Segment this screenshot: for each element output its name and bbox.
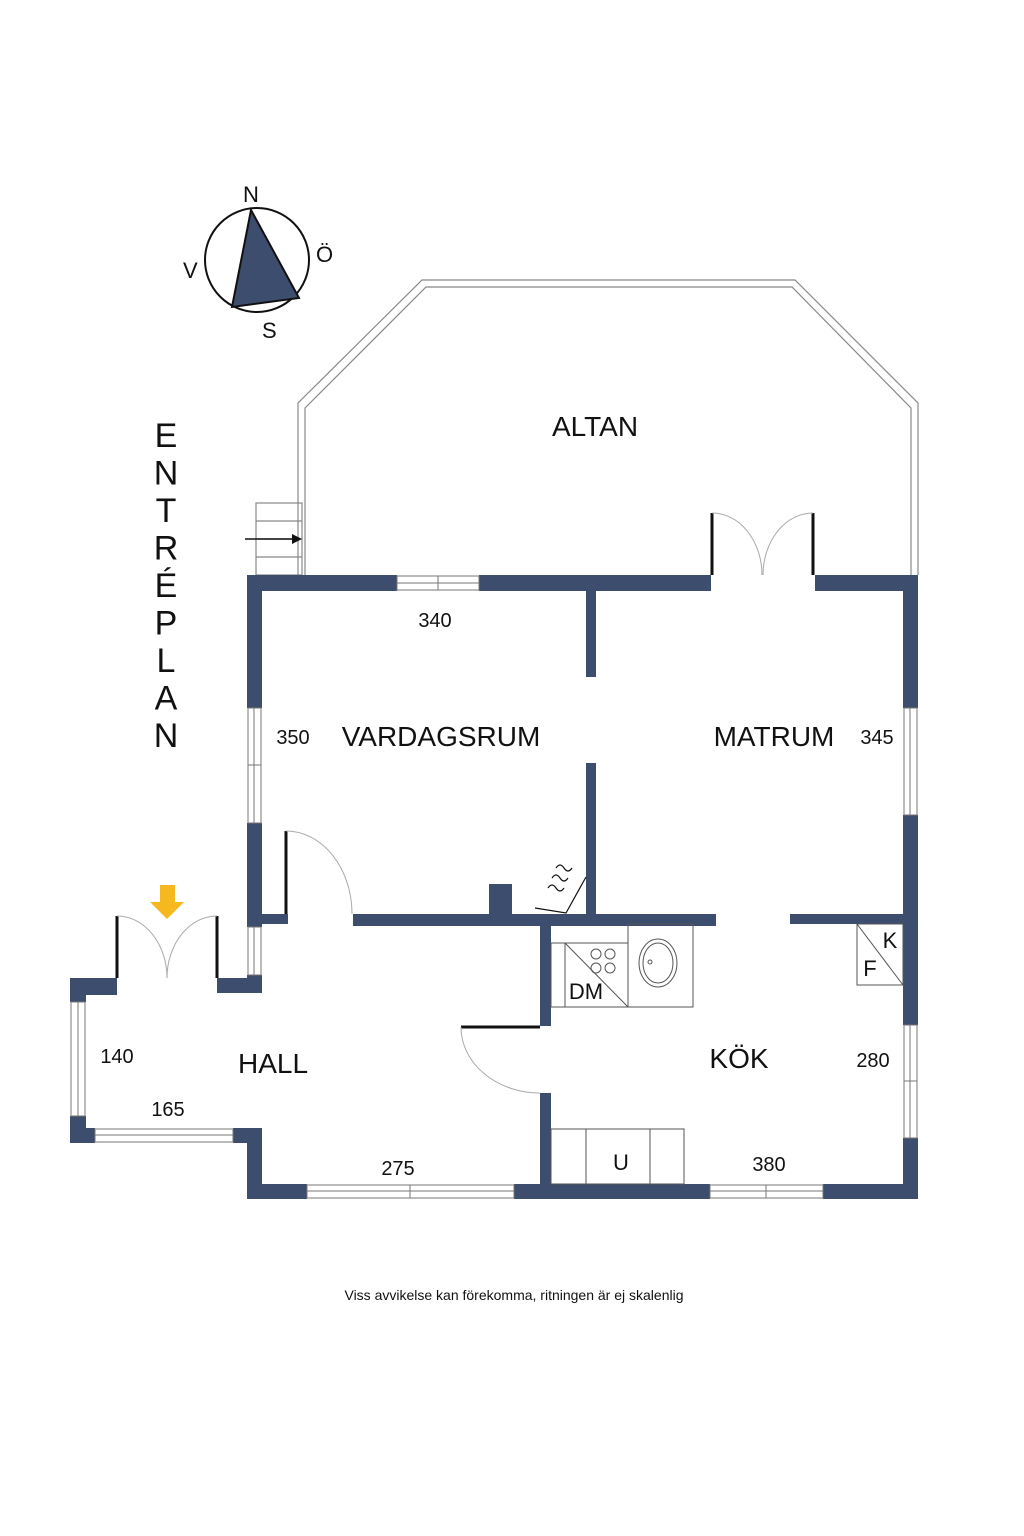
disclaimer: Viss avvikelse kan förekomma, ritningen … bbox=[344, 1287, 683, 1303]
stove-icon bbox=[534, 864, 587, 914]
window-matrum-right bbox=[903, 707, 918, 816]
dim-kok-width: 380 bbox=[752, 1154, 785, 1176]
compass-north: N bbox=[243, 182, 259, 207]
label-dishwasher: DM bbox=[569, 979, 603, 1004]
compass: N Ö S V bbox=[183, 182, 333, 343]
dim-kok-depth: 280 bbox=[856, 1050, 889, 1072]
room-vardagsrum: VARDAGSRUM bbox=[342, 721, 541, 752]
window-kok-right bbox=[903, 1024, 918, 1139]
label-oven: U bbox=[613, 1150, 629, 1175]
sink-icon bbox=[627, 923, 694, 1008]
compass-needle-icon bbox=[230, 207, 301, 309]
dim-hall-entry-width: 165 bbox=[151, 1099, 184, 1121]
walls bbox=[70, 575, 918, 1199]
dim-hall-width: 275 bbox=[381, 1158, 414, 1180]
label-fridge: K bbox=[883, 928, 898, 953]
window-vestibule-left bbox=[70, 1001, 86, 1117]
compass-west: V bbox=[183, 258, 198, 283]
window-hall-left bbox=[247, 926, 262, 976]
label-freezer: F bbox=[863, 956, 876, 981]
fridge-freezer bbox=[856, 923, 904, 986]
windows bbox=[70, 575, 918, 1199]
window-hall-bottom bbox=[306, 1184, 515, 1199]
window-vardagsrum-left bbox=[247, 707, 262, 824]
window-vestibule-bottom bbox=[94, 1128, 234, 1143]
window-kok-bottom bbox=[709, 1184, 824, 1199]
compass-east: Ö bbox=[316, 242, 333, 267]
doors bbox=[115, 512, 815, 1094]
window-vardagsrum-top bbox=[396, 575, 480, 591]
door-altan bbox=[710, 512, 815, 576]
altan-outline bbox=[297, 279, 919, 575]
kitchen-fixtures bbox=[550, 923, 904, 1185]
entrance-arrow-icon bbox=[150, 885, 184, 919]
room-hall: HALL bbox=[238, 1048, 308, 1079]
lower-cabinets bbox=[550, 1128, 685, 1185]
door-kok bbox=[460, 1025, 541, 1094]
room-matrum: MATRUM bbox=[714, 721, 835, 752]
stairs-arrow-icon bbox=[245, 534, 302, 544]
dim-hall-entry-depth: 140 bbox=[100, 1046, 133, 1068]
dim-vardagsrum-width: 340 bbox=[418, 610, 451, 632]
compass-south: S bbox=[262, 318, 277, 343]
room-altan: ALTAN bbox=[552, 411, 638, 442]
door-entrance bbox=[115, 915, 219, 979]
room-kok: KÖK bbox=[709, 1043, 768, 1074]
dim-matrum-depth: 345 bbox=[860, 727, 893, 749]
door-vardagsrum bbox=[284, 830, 353, 915]
dim-vardagsrum-depth: 350 bbox=[276, 727, 309, 749]
